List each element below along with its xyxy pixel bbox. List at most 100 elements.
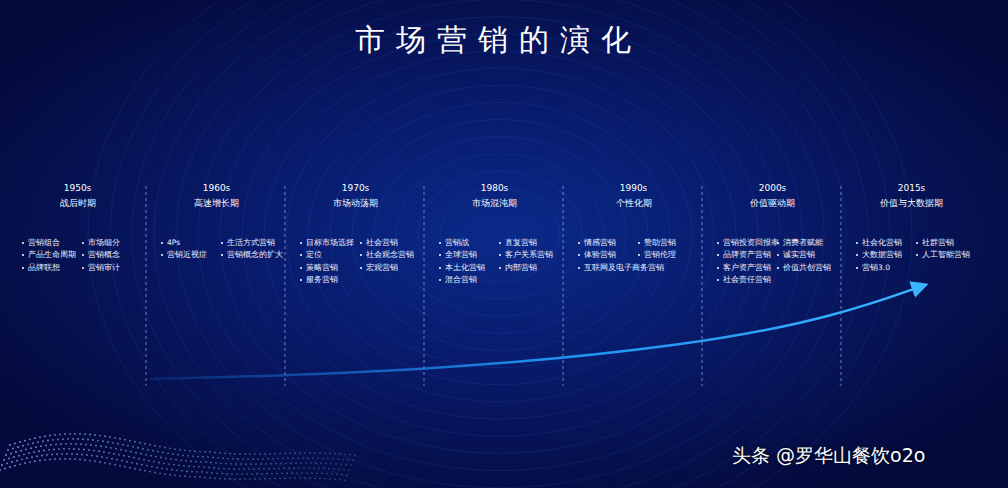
item-label: 社会化营销 [862, 238, 902, 247]
period-label: 战后时期 [60, 198, 96, 209]
particle [315, 462, 317, 464]
particle [166, 468, 168, 470]
particle [237, 458, 239, 460]
particle [189, 450, 191, 452]
particle [94, 434, 96, 436]
particle [28, 452, 30, 454]
particle [155, 456, 157, 458]
particle [190, 460, 192, 462]
item-label: 客户关系营销 [505, 250, 553, 259]
particle [112, 442, 114, 444]
particle [266, 473, 268, 475]
particle [346, 474, 348, 476]
particle [303, 467, 305, 469]
particle [97, 440, 99, 442]
particle [186, 470, 188, 472]
particle [340, 463, 342, 465]
particle [194, 450, 196, 452]
particle [308, 467, 310, 469]
particle [231, 473, 233, 475]
bullet-dot [916, 242, 918, 244]
particle [163, 462, 165, 464]
particle [120, 449, 122, 451]
growth-arrow [150, 286, 922, 379]
particle [213, 467, 215, 469]
particle-wave [0, 433, 356, 481]
particle [132, 446, 134, 448]
item-label: 品牌资产营销 [723, 250, 771, 259]
particle [297, 457, 299, 459]
particle [143, 459, 145, 461]
particle [299, 477, 301, 479]
bullet-dot [360, 267, 362, 269]
particle [293, 467, 295, 469]
glow-ring [308, 85, 692, 385]
particle [36, 455, 38, 457]
particle [16, 460, 18, 462]
particle [232, 458, 234, 460]
item-label: 价值共创营销 [783, 263, 831, 272]
particle [219, 452, 221, 454]
particle [295, 462, 297, 464]
particle [116, 459, 118, 461]
particle [180, 459, 182, 461]
particle [267, 458, 269, 460]
particle [343, 469, 345, 471]
bullet-dot [717, 242, 719, 244]
item-label: 消费者赋能 [783, 238, 823, 247]
item-label: 营销近视症 [167, 250, 207, 259]
decade-label: 1980s [481, 183, 509, 194]
glow-ring [418, 171, 582, 299]
item-label: 互联网及电子商务营销 [584, 263, 664, 272]
item-label: 营销概念 [88, 250, 120, 259]
item-label: 全球营销 [445, 250, 477, 259]
bullet-dot [499, 242, 501, 244]
particle [55, 443, 57, 445]
bullet-dot [717, 279, 719, 281]
particle [25, 448, 27, 450]
particle [350, 464, 352, 466]
particle [104, 435, 106, 437]
particle [63, 448, 65, 450]
item-label: 服务营销 [306, 275, 338, 284]
particle [325, 463, 327, 465]
particle [201, 471, 203, 473]
particle [150, 455, 152, 457]
particle [204, 451, 206, 453]
bullet-dot [300, 267, 302, 269]
particle [24, 440, 26, 442]
bullet-dot [638, 242, 640, 244]
particle [259, 453, 261, 455]
particle [125, 450, 127, 452]
particle [255, 463, 257, 465]
particle [119, 465, 121, 467]
particle [104, 462, 106, 464]
particle [154, 445, 156, 447]
particle [86, 454, 88, 456]
item-label: 目标市场选择 [306, 238, 354, 247]
particle [247, 458, 249, 460]
particle [167, 452, 169, 454]
bullet-dot [439, 267, 441, 269]
particle [64, 458, 66, 460]
particle [29, 461, 31, 463]
particle [129, 440, 131, 442]
bullet-dot [22, 267, 24, 269]
particle [309, 477, 311, 479]
item-label: 社会责任营销 [723, 275, 771, 284]
particle [264, 478, 266, 480]
particle [341, 474, 343, 476]
particle [79, 433, 81, 435]
particle [157, 451, 159, 453]
particle [225, 463, 227, 465]
particle [130, 451, 132, 453]
decade-label: 2000s [759, 183, 787, 194]
particle [164, 473, 166, 475]
particle [279, 477, 281, 479]
particle [249, 478, 251, 480]
particle [191, 471, 193, 473]
particle [276, 473, 278, 475]
particle [234, 478, 236, 480]
